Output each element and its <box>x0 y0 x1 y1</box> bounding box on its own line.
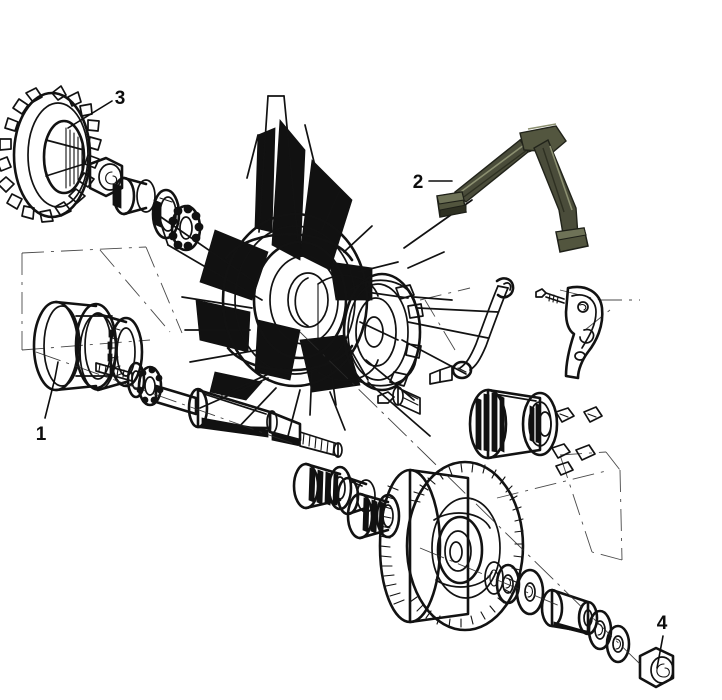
gear-teeth-back <box>379 485 405 605</box>
final-drive-gear <box>378 460 525 632</box>
axle-shaft <box>95 361 343 458</box>
brake-backplate <box>317 272 424 415</box>
ball-bearing-inner <box>168 204 204 252</box>
bracket-plate <box>564 285 604 380</box>
callout-3-leader <box>67 100 113 129</box>
sprocket-spline-teeth <box>65 127 83 189</box>
needle-roller-bearing-a <box>292 462 353 511</box>
callout-4: 4 <box>656 613 668 669</box>
callouts-layer: 1 2 3 4 <box>36 88 668 669</box>
sprocket-nut <box>88 156 124 198</box>
centre-stand <box>436 123 589 253</box>
stand-pivot-bolt <box>535 288 565 304</box>
callout-1-number: 1 <box>36 424 47 445</box>
axle-centreline <box>35 331 641 665</box>
drive-sprocket <box>0 85 204 252</box>
axle-nut <box>638 646 675 689</box>
washer-stack <box>484 561 545 616</box>
brake-backplate-stud <box>377 391 395 404</box>
callout-3: 3 <box>67 88 126 129</box>
callout-2: 2 <box>413 172 453 193</box>
callout-1: 1 <box>36 361 59 445</box>
callout-2-number: 2 <box>413 172 424 193</box>
callout-3-number: 3 <box>115 88 126 109</box>
bearing-spacer <box>112 176 156 216</box>
callout-4-leader <box>656 635 664 669</box>
brake-shoe-segments <box>551 406 603 476</box>
callout-4-number: 4 <box>657 613 668 634</box>
splined-coupling <box>468 388 559 460</box>
brake-actuating-arm <box>429 277 515 385</box>
callout-1-leader <box>44 361 59 419</box>
